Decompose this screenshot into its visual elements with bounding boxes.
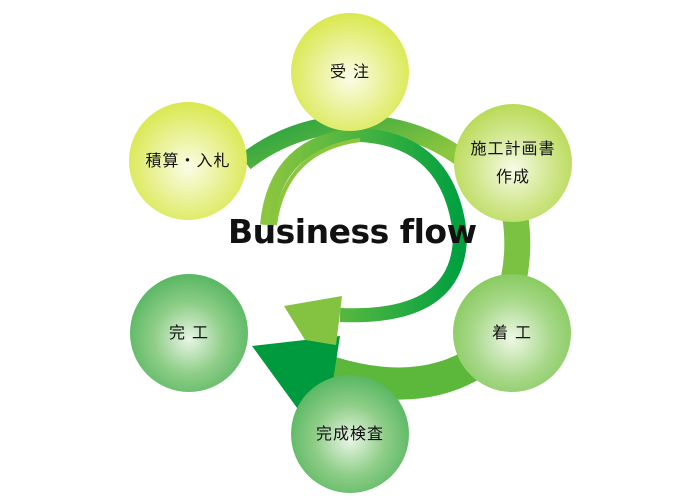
step-completion: 完 工 [130, 274, 248, 392]
step-order-received: 受 注 [291, 13, 409, 131]
step-label: 着 工 [491, 323, 533, 342]
inner-flow-arrow [260, 127, 468, 323]
step-construction-start: 着 工 [453, 274, 571, 392]
step-label: 作成 [495, 167, 530, 186]
step-label: 積算・入札 [145, 151, 231, 170]
step-label: 施工計画書 [470, 139, 556, 158]
step-label: 完 工 [168, 323, 210, 342]
step-label: 受 注 [329, 62, 371, 81]
step-construction-plan: 施工計画書 作成 [454, 104, 572, 222]
diagram-title: Business flow [228, 212, 477, 251]
step-label: 完成検査 [315, 424, 384, 443]
step-estimate-bid: 積算・入札 [129, 102, 247, 220]
step-completion-inspection: 完成検査 [291, 375, 409, 493]
inner-arrow-head [284, 296, 342, 345]
